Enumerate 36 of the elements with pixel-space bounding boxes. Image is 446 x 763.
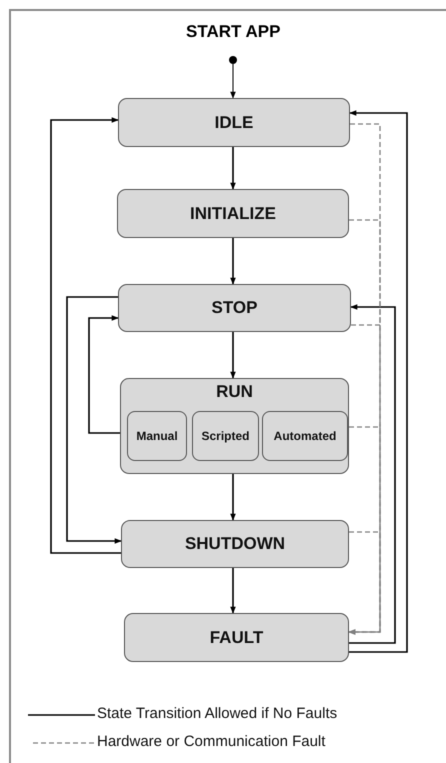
dashed-arrow	[348, 324, 381, 635]
legend-label: State Transition Allowed if No Faults	[97, 705, 338, 722]
mode-box	[192, 411, 259, 461]
arrow	[66, 296, 122, 544]
start-dot	[229, 56, 237, 64]
legend-label: Hardware or Communication Fault	[97, 733, 326, 750]
mode-label: Automated	[274, 429, 336, 443]
arrow	[349, 304, 396, 644]
mode-label: Manual	[136, 429, 178, 443]
state-box	[121, 520, 349, 568]
state-label: SHUTDOWN	[184, 534, 286, 554]
arrow	[230, 474, 236, 521]
state-box	[118, 284, 351, 332]
state-box	[118, 98, 350, 147]
arrow	[230, 568, 236, 614]
state-group-box	[120, 378, 349, 474]
state-label: INITIALIZE	[190, 204, 276, 224]
arrow	[230, 64, 236, 99]
state-label: IDLE	[214, 112, 254, 132]
dashed-arrow	[348, 531, 381, 635]
state-label: STOP	[212, 298, 258, 318]
mode-box	[127, 411, 187, 461]
state-box	[124, 613, 349, 662]
arrow	[230, 332, 236, 379]
mode-box	[262, 411, 348, 461]
mode-label: Scripted	[201, 429, 250, 443]
state-label: FAULT	[210, 628, 264, 648]
state-box	[117, 189, 349, 238]
arrow	[50, 117, 121, 554]
arrow	[88, 315, 120, 434]
dashed-arrow	[348, 426, 381, 635]
arrow	[230, 147, 236, 190]
start-label: START APP	[186, 22, 280, 42]
arrow	[230, 238, 236, 285]
arrow	[349, 110, 408, 653]
state-label: RUN	[216, 382, 253, 402]
